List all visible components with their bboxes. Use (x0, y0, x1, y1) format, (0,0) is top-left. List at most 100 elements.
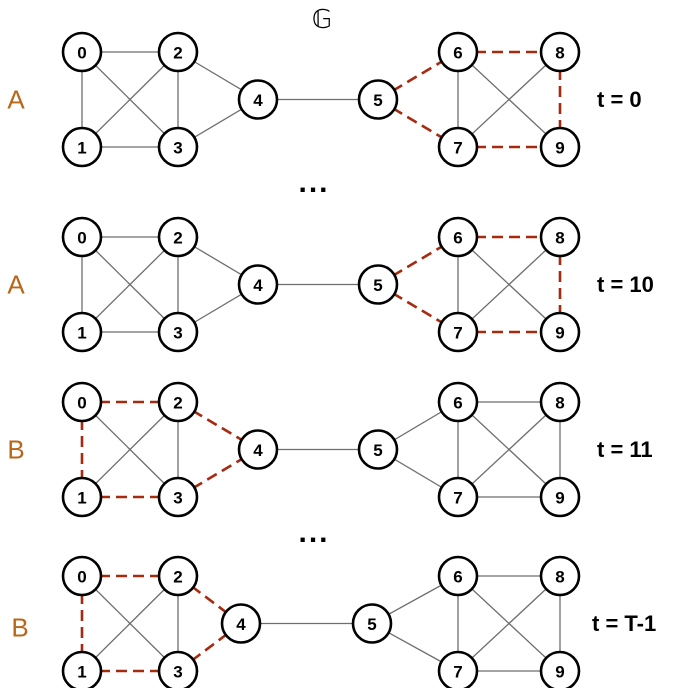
graph-node (157, 381, 199, 423)
graph-node (61, 555, 103, 597)
node-label: 2 (173, 394, 182, 413)
node-label: 6 (453, 394, 462, 413)
graph-node (157, 650, 199, 688)
ellipsis-bottom: ... (298, 516, 329, 549)
graph-node (157, 311, 199, 353)
time-label: t = 11 (597, 437, 653, 462)
graph-node (61, 311, 103, 353)
graph-edge (457, 236, 561, 333)
node-label: 9 (555, 324, 564, 343)
graph-node (61, 126, 103, 168)
node-label: 8 (555, 568, 564, 587)
graph-node (437, 216, 479, 258)
graph-node (157, 31, 199, 73)
graph-node (157, 476, 199, 518)
node-label: 8 (555, 44, 564, 63)
graph-node (357, 429, 399, 470)
graph-node (437, 555, 479, 597)
ellipsis-top: ... (298, 166, 329, 199)
graph-edge (457, 575, 561, 672)
graph-node (539, 311, 581, 353)
graph-node (157, 126, 199, 168)
node-label: 7 (453, 139, 462, 158)
node-label: 9 (555, 489, 564, 508)
node-label: 7 (453, 663, 462, 682)
node-label: 6 (453, 44, 462, 63)
node-label: 5 (367, 615, 376, 634)
row-letter: B (11, 613, 28, 643)
graph-node (437, 381, 479, 423)
node-label: 4 (253, 91, 263, 110)
graph-node (61, 381, 103, 423)
graph-node (157, 555, 199, 597)
node-label: 5 (373, 91, 382, 110)
graph-node (351, 603, 393, 644)
node-label: 4 (236, 615, 246, 634)
graph-node (539, 650, 581, 688)
graph-node (539, 216, 581, 258)
node-label: 4 (253, 276, 263, 295)
graph-edge (81, 401, 179, 498)
graph-node (539, 555, 581, 597)
node-label: 5 (373, 276, 382, 295)
graph-edge (81, 51, 179, 148)
highlighted-edge (177, 622, 242, 673)
graph-title: 𝔾 (312, 5, 332, 35)
node-label: 1 (77, 324, 86, 343)
graph-node (539, 381, 581, 423)
graph-edge (457, 401, 561, 498)
node-label: 0 (77, 394, 86, 413)
node-label: 7 (453, 324, 462, 343)
graph-node (157, 216, 199, 258)
graph-node (357, 264, 399, 305)
graph-node (237, 264, 279, 305)
graph-edge (457, 51, 561, 148)
node-label: 3 (173, 663, 182, 682)
graph-node (237, 79, 279, 120)
node-label: 9 (555, 663, 564, 682)
graph-node (61, 216, 103, 258)
graph-node (61, 31, 103, 73)
node-label: 2 (173, 44, 182, 63)
node-label: 4 (253, 441, 263, 460)
graph-node (220, 603, 262, 644)
graph-node (539, 31, 581, 73)
graph-node (437, 476, 479, 518)
node-label: 6 (453, 568, 462, 587)
node-label: 1 (77, 139, 86, 158)
graph-node (437, 31, 479, 73)
graph-node (357, 79, 399, 120)
graph-node (539, 476, 581, 518)
node-label: 2 (173, 568, 182, 587)
graph-edge (81, 236, 179, 333)
node-label: 3 (173, 139, 182, 158)
graph-node (237, 429, 279, 470)
graph-node (437, 126, 479, 168)
node-label: 8 (555, 229, 564, 248)
node-label: 0 (77, 229, 86, 248)
node-label: 8 (555, 394, 564, 413)
time-label: t = T-1 (592, 611, 656, 636)
node-label: 0 (77, 568, 86, 587)
row-letter: A (7, 85, 25, 115)
node-label: 1 (77, 489, 86, 508)
highlighted-edge (177, 574, 242, 625)
row-letter: B (7, 435, 24, 465)
graph-node (61, 476, 103, 518)
graph-node (437, 311, 479, 353)
node-label: 3 (173, 489, 182, 508)
graph-node (437, 650, 479, 688)
node-label: 5 (373, 441, 382, 460)
graph-node (539, 126, 581, 168)
node-label: 3 (173, 324, 182, 343)
time-label: t = 0 (597, 87, 642, 112)
node-label: 9 (555, 139, 564, 158)
time-label: t = 10 (597, 272, 654, 297)
graph-node (61, 650, 103, 688)
row-letter: A (7, 270, 25, 300)
